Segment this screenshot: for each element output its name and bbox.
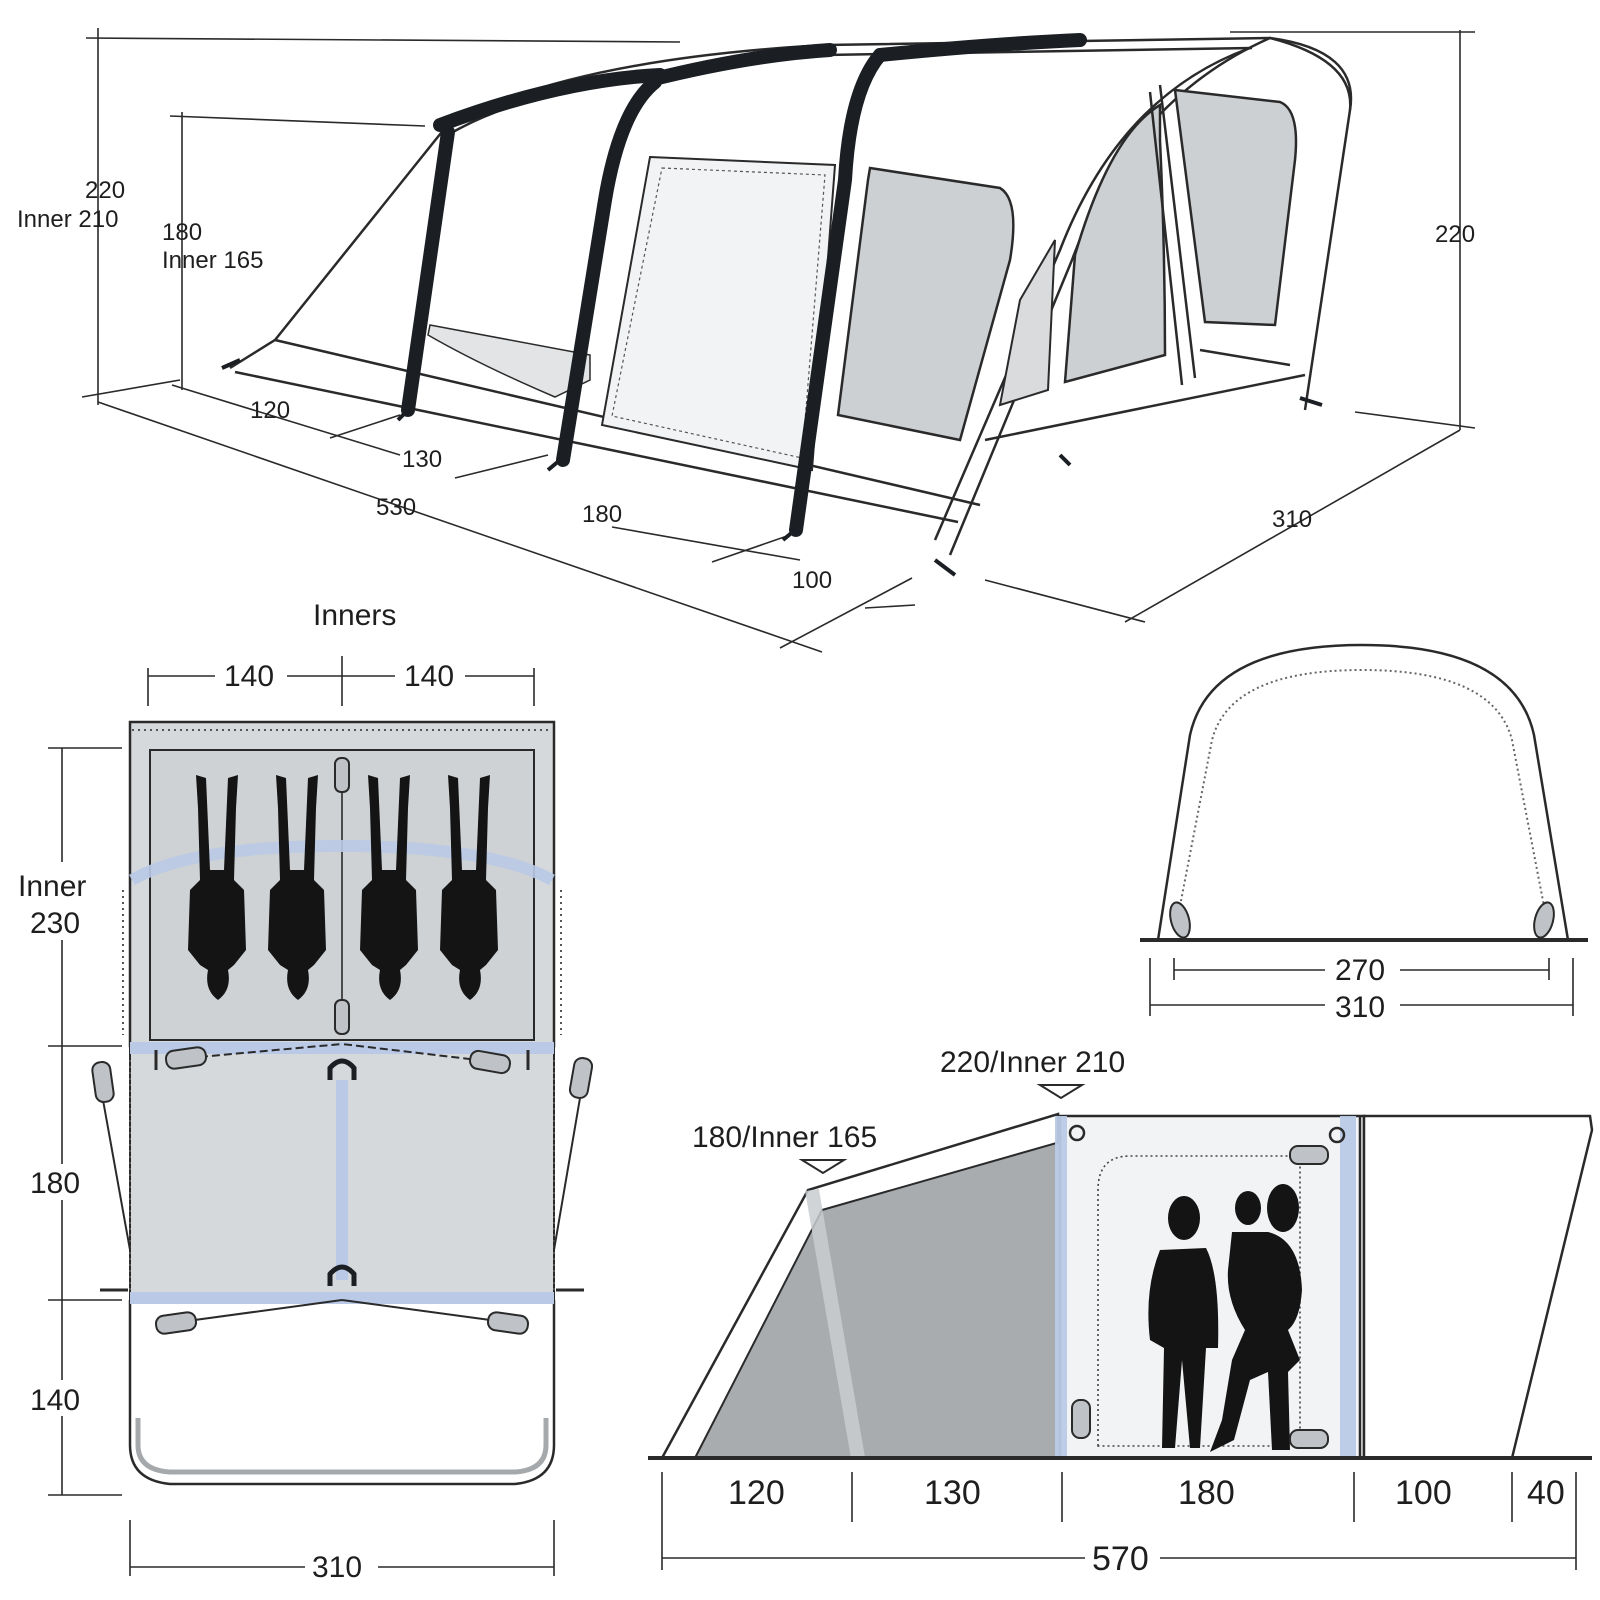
family-silhouettes [1148, 1184, 1302, 1452]
plan-living-depth: 180 [30, 1167, 80, 1200]
perspective-height-left: 220 [85, 177, 125, 204]
perspective-width: 310 [1272, 506, 1312, 533]
electric-hookups-plan [100, 1050, 584, 1292]
inner-toggles [334, 757, 350, 1035]
air-poles-plan [128, 839, 555, 1304]
side-total-length: 570 [1092, 1540, 1149, 1578]
side-front-marker [798, 1159, 848, 1175]
side-seg-180: 180 [1178, 1474, 1235, 1512]
side-hardware [1068, 1124, 1346, 1449]
plan-bottom-dimensions [129, 1520, 555, 1576]
plan-inner-depth-label: Inner [18, 870, 86, 903]
perspective-total-length: 530 [376, 494, 416, 521]
side-window [836, 166, 1015, 442]
perspective-height-left-inner: Inner 210 [17, 206, 118, 233]
sleeper-4 [440, 775, 498, 1000]
plan-inner-width-right: 140 [404, 660, 454, 693]
perspective-seg-100: 100 [792, 567, 832, 594]
porch-outline [128, 1300, 556, 1486]
side-seg-40: 40 [1527, 1474, 1565, 1512]
perspective-height-right: 220 [1435, 221, 1475, 248]
sleeper-2 [268, 775, 326, 1000]
guy-lines-plan [102, 1043, 581, 1323]
end-view-outer-width: 310 [1335, 991, 1385, 1024]
perspective-seg-120: 120 [250, 397, 290, 424]
plan-total-width: 310 [312, 1551, 362, 1584]
side-seg-120: 120 [728, 1474, 785, 1512]
pegs [221, 358, 1323, 577]
perspective-view: 220 Inner 210 180 Inner 165 220 120 130 … [17, 28, 1476, 653]
perspective-seg-130: 130 [402, 446, 442, 473]
end-view-vents [1169, 901, 1555, 939]
perspective-height-front-inner: Inner 165 [162, 247, 263, 274]
plan-inner-depth-value: 230 [30, 907, 80, 940]
plan-top-dimensions [147, 656, 535, 706]
side-seg-100: 100 [1395, 1474, 1452, 1512]
plan-title: Inners [313, 599, 396, 632]
side-front-label: 180/Inner 165 [692, 1121, 877, 1154]
sleeping-people [188, 775, 498, 1000]
end-view-arch-outer [1156, 643, 1570, 941]
perspective-dimension-lines [81, 28, 1476, 653]
side-peak-label: 220/Inner 210 [940, 1046, 1125, 1079]
plan-inner-width-left: 140 [224, 660, 274, 693]
end-view-dimensions [1149, 958, 1574, 1016]
end-view-arch-inner [1179, 668, 1545, 907]
side-view: 220/Inner 210 180/Inner 165 [648, 1046, 1594, 1578]
end-view-inner-width: 270 [1335, 954, 1385, 987]
pole-hooks-plan [327, 1058, 357, 1286]
end-view: 270 310 [1140, 643, 1588, 1024]
plan-view: Inners 140 140 Inner 230 180 140 [18, 599, 594, 1584]
side-rear-section [1362, 1114, 1594, 1460]
side-peak-marker [1036, 1084, 1086, 1100]
side-seg-130: 130 [924, 1474, 981, 1512]
adult-silhouette [1148, 1196, 1219, 1448]
sleeper-3 [360, 775, 418, 1000]
side-dimensions [661, 1472, 1577, 1570]
plan-porch-depth: 140 [30, 1384, 80, 1417]
sleeper-1 [188, 775, 246, 1000]
adult-with-child-silhouette [1210, 1184, 1302, 1452]
tent-body-perspective [221, 33, 1353, 577]
perspective-height-front: 180 [162, 219, 202, 246]
perspective-seg-180: 180 [582, 501, 622, 528]
peg-tensioners-plan [91, 1046, 594, 1335]
